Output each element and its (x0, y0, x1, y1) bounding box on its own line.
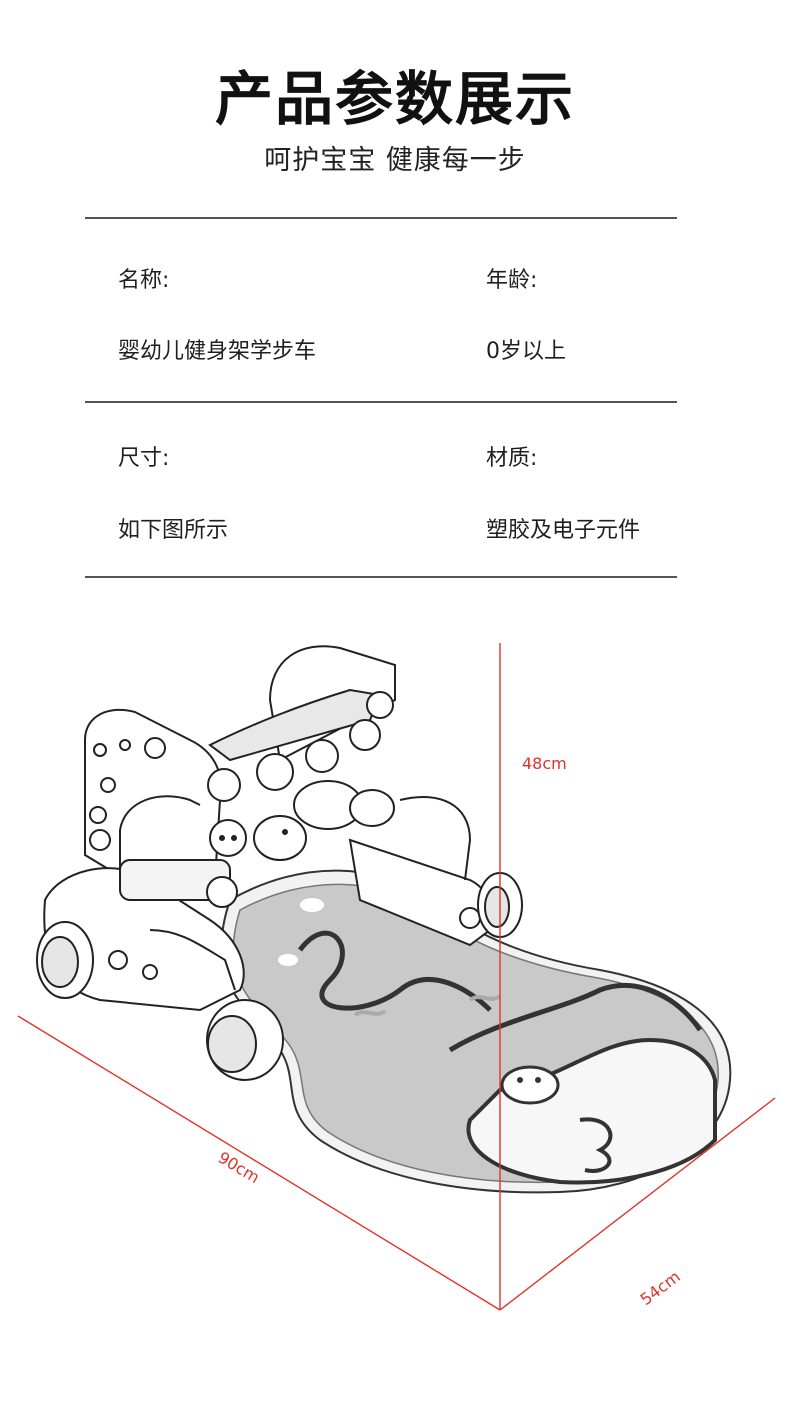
height-dimension-label: 48cm (522, 754, 567, 773)
walker-frame (43, 645, 493, 1012)
divider-top (85, 217, 677, 219)
hanging-toys (206, 691, 395, 908)
spec-value-age: 0岁以上 (486, 339, 566, 364)
length-dimension-label: 90cm (215, 1148, 263, 1187)
spec-label-material: 材质: (486, 446, 538, 471)
spec-value-size: 如下图所示 (118, 518, 229, 543)
spec-label-size: 尺寸: (118, 446, 170, 471)
play-mat (220, 869, 732, 1194)
page-subtitle: 呵护宝宝 健康每一步 (264, 145, 526, 176)
spec-label-age: 年龄: (486, 268, 538, 293)
dimension-lines (17, 643, 776, 1311)
spec-value-name: 婴幼儿健身架学步车 (118, 339, 317, 364)
walker-wheels (36, 872, 523, 1081)
product-dimension-diagram: 48cm 90cm 54cm (17, 643, 776, 1311)
spec-label-name: 名称: (118, 268, 170, 293)
divider-bottom (85, 576, 677, 578)
divider-middle (85, 401, 677, 403)
width-dimension-label: 54cm (637, 1267, 684, 1309)
page-title: 产品参数展示 (214, 65, 575, 133)
spec-value-material: 塑胶及电子元件 (486, 518, 641, 543)
